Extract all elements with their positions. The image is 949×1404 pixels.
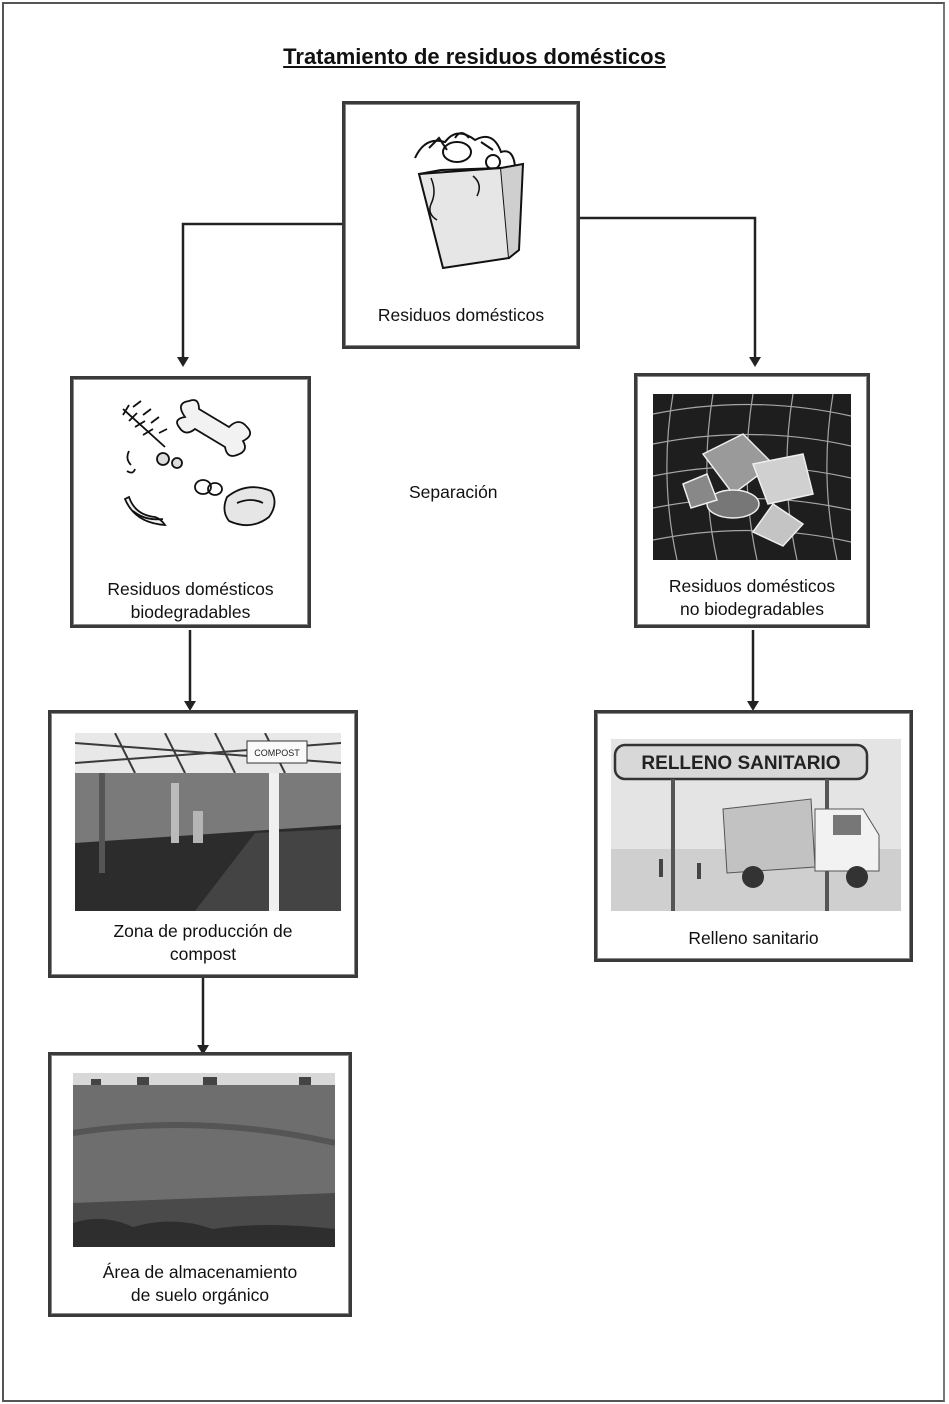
- separation-label: Separación: [409, 482, 498, 502]
- food-scraps-icon: [103, 389, 283, 549]
- landfill-truck-photo: RELLENO SANITARIO: [611, 739, 901, 911]
- node-non-biodegradable-waste: Residuos domésticos no biodegradables: [634, 373, 870, 628]
- trash-bin-icon: [385, 118, 541, 278]
- node-household-waste: Residuos domésticos: [342, 101, 580, 349]
- node-biodegradable-label-line2: biodegradables: [130, 602, 251, 622]
- node-landfill: RELLENO SANITARIO Relleno sanitario: [594, 710, 913, 962]
- compost-sign-text: COMPOST: [254, 748, 300, 758]
- waste-pile-photo: [653, 394, 851, 560]
- node-non-biodegradable-label-line2: no biodegradables: [679, 599, 824, 619]
- node-storage-label-line2: de suelo orgánico: [130, 1285, 270, 1305]
- diagram-title: Tratamiento de residuos domésticos: [283, 44, 666, 69]
- node-biodegradable-waste: Residuos domésticos biodegradables: [70, 376, 311, 628]
- arrow-household-to-biodegradable: [177, 222, 343, 367]
- node-landfill-label: Relleno sanitario: [688, 928, 819, 948]
- node-non-biodegradable-label-line1: Residuos domésticos: [668, 576, 836, 596]
- node-storage-label-line1: Área de almacenamiento: [102, 1262, 298, 1282]
- node-compost-production: COMPOST Zona de producción de compost: [48, 710, 358, 978]
- landfill-sign-text: RELLENO SANITARIO: [641, 753, 840, 774]
- node-organic-soil-storage: Área de almacenamiento de suelo orgánico: [48, 1052, 352, 1317]
- node-compost-label-line1: Zona de producción de: [113, 921, 293, 941]
- node-biodegradable-label-line1: Residuos domésticos: [107, 579, 274, 599]
- node-household-label: Residuos domésticos: [377, 305, 545, 325]
- soil-field-photo: [73, 1073, 335, 1247]
- arrow-household-to-non-biodegradable: [580, 216, 761, 367]
- node-compost-label-line2: compost: [169, 944, 237, 964]
- compost-facility-photo: COMPOST: [75, 733, 341, 911]
